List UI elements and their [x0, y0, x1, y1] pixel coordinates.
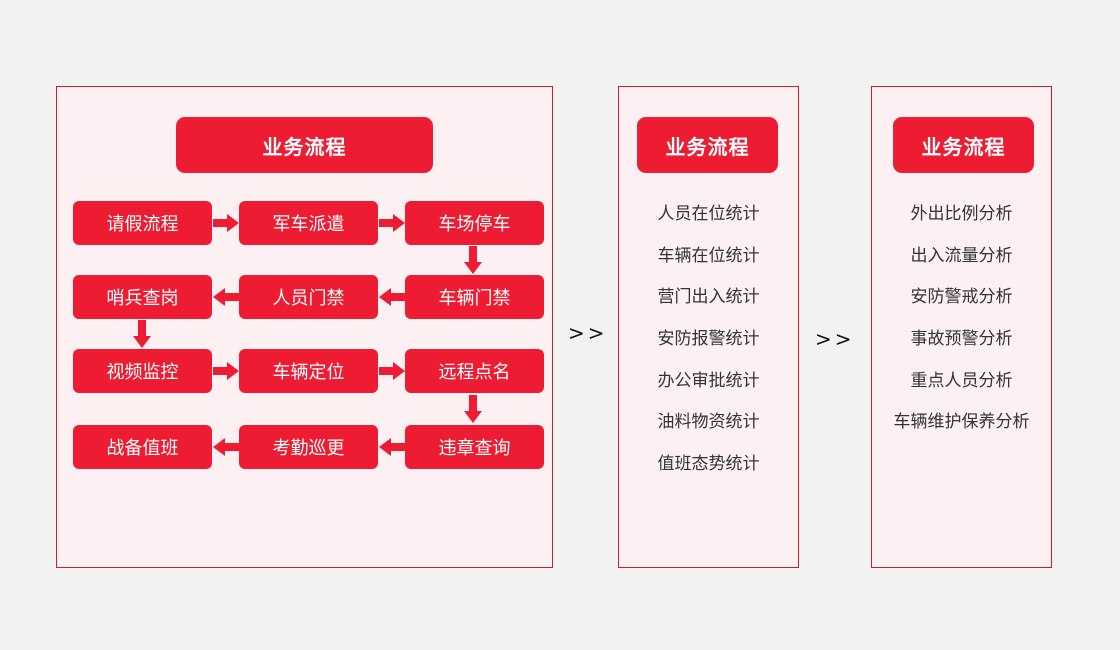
arrow-left-icon [213, 288, 239, 306]
stats-item[interactable]: 营门出入统计 [657, 287, 760, 308]
analysis-item[interactable]: 重点人员分析 [910, 370, 1013, 391]
step-sentry-check[interactable]: 哨兵查岗 [73, 275, 212, 319]
arrow-left-icon [379, 438, 405, 456]
step-remote-roll-call[interactable]: 远程点名 [405, 349, 544, 393]
arrow-right-icon [213, 362, 239, 380]
flow-panel-title: 业务流程 [176, 117, 433, 173]
step-combat-duty[interactable]: 战备值班 [73, 425, 212, 469]
analysis-item[interactable]: 车辆维护保养分析 [893, 412, 1030, 433]
arrow-left-icon [379, 288, 405, 306]
separator-chevrons: >> [815, 327, 855, 351]
step-personnel-access[interactable]: 人员门禁 [239, 275, 378, 319]
step-military-vehicle-dispatch[interactable]: 军车派遣 [239, 201, 378, 245]
step-leave-process[interactable]: 请假流程 [73, 201, 212, 245]
arrow-down-icon [464, 395, 482, 423]
step-vehicle-positioning[interactable]: 车辆定位 [239, 349, 378, 393]
step-violation-query[interactable]: 违章查询 [405, 425, 544, 469]
stats-list: 人员在位统计 车辆在位统计 营门出入统计 安防报警统计 办公审批统计 油料物资统… [619, 191, 798, 482]
stats-item[interactable]: 人员在位统计 [657, 204, 760, 225]
statistics-panel: 业务流程 人员在位统计 车辆在位统计 营门出入统计 安防报警统计 办公审批统计 … [618, 86, 799, 568]
stats-panel-title: 业务流程 [637, 117, 778, 173]
stats-item[interactable]: 值班态势统计 [657, 453, 760, 474]
step-video-monitoring[interactable]: 视频监控 [73, 349, 212, 393]
analysis-item[interactable]: 安防警戒分析 [910, 287, 1013, 308]
arrow-right-icon [213, 214, 239, 232]
arrow-down-icon [464, 246, 482, 274]
arrow-right-icon [379, 362, 405, 380]
stats-item[interactable]: 办公审批统计 [657, 370, 760, 391]
stats-item[interactable]: 安防报警统计 [657, 329, 760, 350]
stats-item[interactable]: 油料物资统计 [657, 412, 760, 433]
arrow-left-icon [213, 438, 239, 456]
business-flow-panel: 业务流程 请假流程 军车派遣 车场停车 车辆门禁 人员门禁 哨兵查岗 视频监控 … [56, 86, 553, 568]
arrow-right-icon [379, 214, 405, 232]
analysis-item[interactable]: 外出比例分析 [910, 204, 1013, 225]
analysis-item[interactable]: 事故预警分析 [910, 329, 1013, 350]
step-yard-parking[interactable]: 车场停车 [405, 201, 544, 245]
analysis-item[interactable]: 出入流量分析 [910, 245, 1013, 266]
arrow-down-icon [133, 320, 151, 348]
analysis-panel: 业务流程 外出比例分析 出入流量分析 安防警戒分析 事故预警分析 重点人员分析 … [871, 86, 1052, 568]
separator-chevrons: >> [568, 321, 608, 345]
step-attendance-patrol[interactable]: 考勤巡更 [239, 425, 378, 469]
analysis-panel-title: 业务流程 [893, 117, 1034, 173]
stats-item[interactable]: 车辆在位统计 [657, 245, 760, 266]
step-vehicle-access[interactable]: 车辆门禁 [405, 275, 544, 319]
analysis-list: 外出比例分析 出入流量分析 安防警戒分析 事故预警分析 重点人员分析 车辆维护保… [872, 191, 1051, 441]
